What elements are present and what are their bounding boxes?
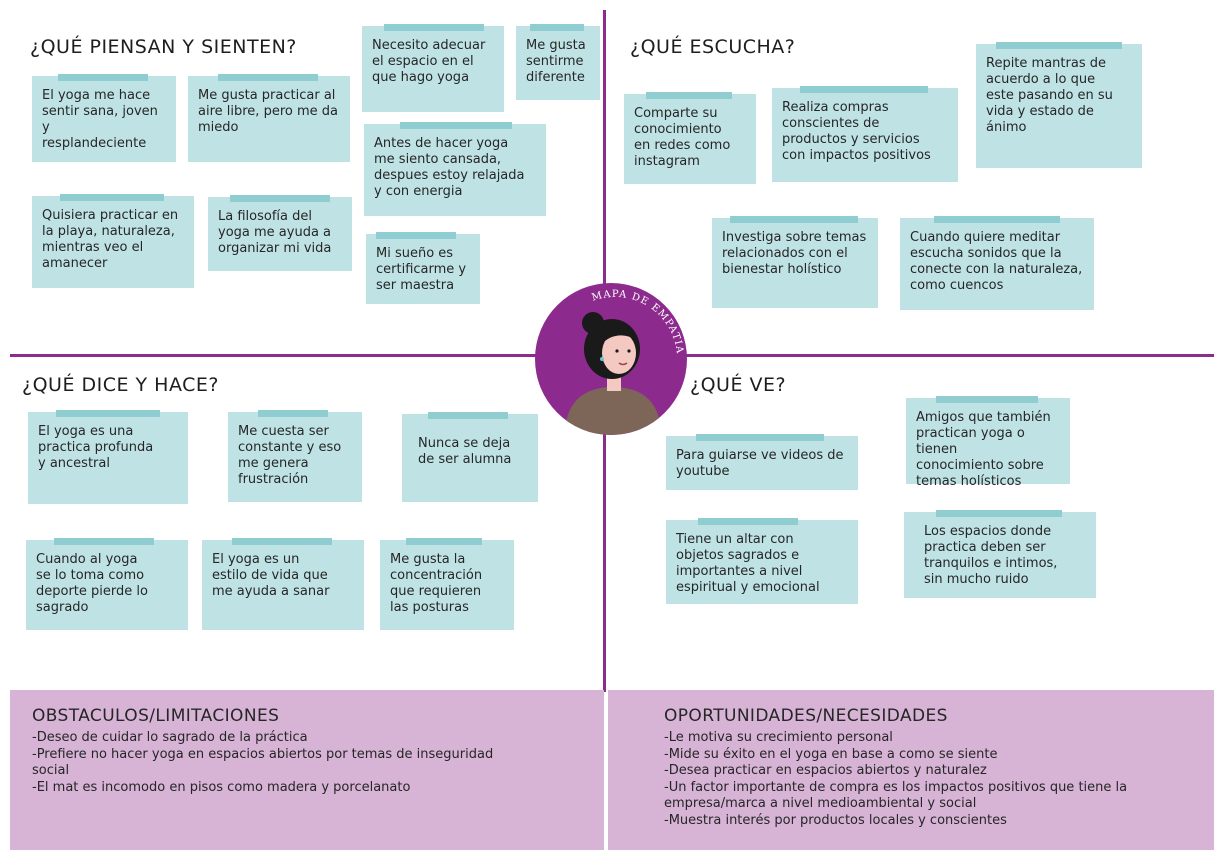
sticky-note: El yoga es un estilo de vida que me ayud…: [202, 538, 364, 630]
say-do-title: ¿QUÉ DICE Y HACE?: [22, 374, 219, 396]
sticky-note: Amigos que también practican yoga o tien…: [906, 396, 1070, 489]
sticky-note: Mi sueño es certificarme y ser maestra: [366, 232, 480, 304]
sticky-note: Los espacios donde practica deben ser tr…: [904, 510, 1096, 598]
sticky-note: Quisiera practicar en la playa, naturale…: [32, 194, 194, 288]
see-title: ¿QUÉ VE?: [690, 374, 787, 396]
opportunities-panel: OPORTUNIDADES/NECESIDADES -Le motiva su …: [608, 690, 1214, 850]
sticky-note: Me gusta la concentración que requieren …: [380, 538, 514, 630]
sticky-note: El yoga me hace sentir sana, joven y res…: [32, 74, 176, 162]
obstacles-panel: OBSTACULOS/LIMITACIONES -Deseo de cuidar…: [10, 690, 604, 850]
persona-illustration: MAPA DE EMPATIA: [565, 289, 684, 435]
sticky-note: El yoga es una practica profunda y ances…: [28, 410, 188, 504]
sticky-note: Me gusta practicar al aire libre, pero m…: [188, 74, 350, 162]
think-feel-title: ¿QUÉ PIENSAN Y SIENTEN?: [30, 36, 297, 58]
sticky-note: Antes de hacer yoga me siento cansada, d…: [364, 122, 546, 216]
obstacles-text: -Deseo de cuidar lo sagrado de la prácti…: [32, 730, 494, 795]
sticky-note: La filosofía del yoga me ayuda a organiz…: [208, 195, 352, 271]
sticky-note: Tiene un altar con objetos sagrados e im…: [666, 518, 858, 604]
sticky-note: Nunca se deja de ser alumna: [402, 412, 538, 502]
sticky-note: Investiga sobre temas relacionados con e…: [712, 216, 878, 308]
opportunities-text: -Le motiva su crecimiento personal -Mide…: [664, 730, 1128, 828]
hear-title: ¿QUÉ ESCUCHA?: [630, 36, 796, 58]
sticky-note: Me cuesta ser constante y eso me genera …: [228, 410, 362, 502]
opportunities-title: OPORTUNIDADES/NECESIDADES: [664, 706, 948, 726]
persona-circle: MAPA DE EMPATIA: [535, 283, 687, 435]
sticky-note: Necesito adecuar el espacio en el que ha…: [362, 24, 504, 112]
sticky-note: Realiza compras conscientes de productos…: [772, 86, 958, 182]
sticky-note: Cuando al yoga se lo toma como deporte p…: [26, 538, 188, 630]
sticky-note: Me gusta sentirme diferente: [516, 24, 600, 100]
sticky-note: Cuando quiere meditar escucha sonidos qu…: [900, 216, 1094, 310]
sticky-note: Para guiarse ve videos de youtube: [666, 434, 858, 490]
sticky-note: Repite mantras de acuerdo a lo que este …: [976, 42, 1142, 168]
sticky-note: Comparte su conocimiento en redes como i…: [624, 92, 756, 184]
obstacles-title: OBSTACULOS/LIMITACIONES: [32, 706, 280, 726]
